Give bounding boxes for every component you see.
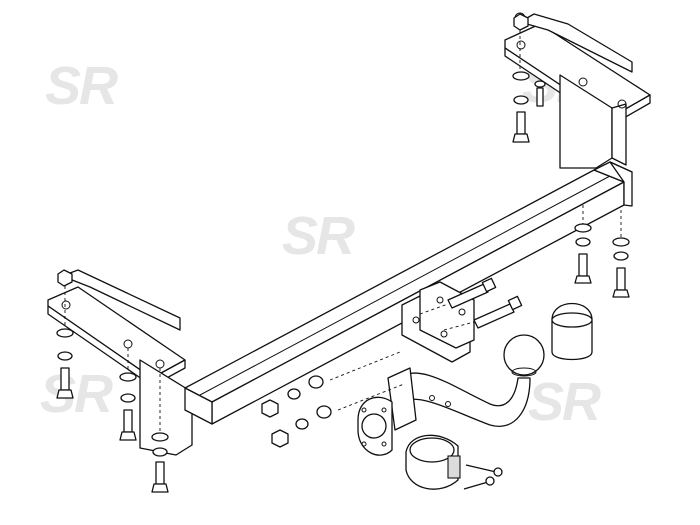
right-mounting-bracket: [504, 12, 651, 169]
right-fasteners: [512, 13, 630, 298]
watermark-bottom-left: SR: [40, 364, 113, 424]
ball-cover-cap: [551, 302, 593, 361]
left-fasteners: [56, 269, 169, 493]
center-nuts-washers: [261, 351, 405, 448]
left-mounting-bracket: [47, 269, 193, 456]
tow-ball: [503, 334, 545, 377]
electrical-socket: [405, 434, 461, 490]
socket-mounting-plate: [357, 396, 393, 456]
hitch-plate-bolts: [419, 277, 523, 331]
watermark-bottom-right: SR: [528, 372, 601, 432]
tow-ball-arm: [387, 367, 531, 431]
watermark-top-left: SR: [45, 56, 118, 116]
socket-screws: [463, 464, 503, 490]
watermark-center: SR: [282, 206, 355, 266]
watermark-group: SR SR SR SR SR: [40, 54, 603, 432]
